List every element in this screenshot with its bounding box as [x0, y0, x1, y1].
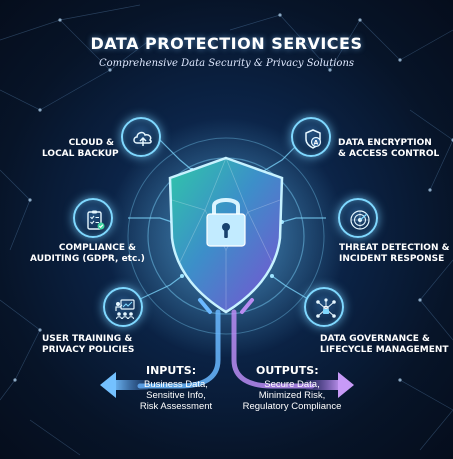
- output-arrow: [306, 372, 354, 398]
- padlock-shield-icon: [168, 156, 284, 314]
- governance-badge: [304, 287, 344, 327]
- svg-text:A: A: [314, 140, 319, 147]
- service-threat: THREAT DETECTION & INCIDENT RESPONSE: [339, 243, 450, 264]
- service-training: USER TRAINING & PRIVACY POLICIES: [42, 334, 135, 355]
- service-governance: DATA GOVERNANCE & LIFECYCLE MANAGEMENT: [320, 334, 449, 355]
- inputs-list: Business Data, Sensitive Info, Risk Asse…: [139, 379, 213, 412]
- presentation-audience-icon: [115, 299, 135, 320]
- service-encryption: DATA ENCRYPTION & ACCESS CONTROL: [338, 138, 440, 159]
- input-arrow: [100, 372, 148, 398]
- outputs-list: Secure Data, Minimized Risk, Regulatory …: [242, 379, 342, 412]
- cloud-upload-icon: [133, 131, 152, 146]
- clipboard-checklist-icon: [87, 210, 105, 230]
- network-lock-icon: [316, 298, 336, 318]
- radar-icon: [350, 210, 370, 230]
- outputs-heading: OUTPUTS:: [256, 364, 319, 377]
- inputs-heading: INPUTS:: [146, 364, 197, 377]
- page-title: DATA PROTECTION SERVICES: [90, 34, 363, 53]
- encryption-badge: A: [291, 117, 331, 157]
- service-cloud-backup: CLOUD & LOCAL BACKUP: [42, 138, 119, 159]
- training-badge: [103, 287, 143, 327]
- encryption-shield-icon: A: [305, 129, 322, 149]
- service-compliance: COMPLIANCE & AUDITING (GDPR, etc.): [30, 243, 145, 264]
- compliance-badge: [73, 198, 113, 238]
- threat-badge: [338, 198, 378, 238]
- page-subtitle: Comprehensive Data Security & Privacy So…: [98, 58, 355, 69]
- cloud-backup-badge: [121, 117, 161, 157]
